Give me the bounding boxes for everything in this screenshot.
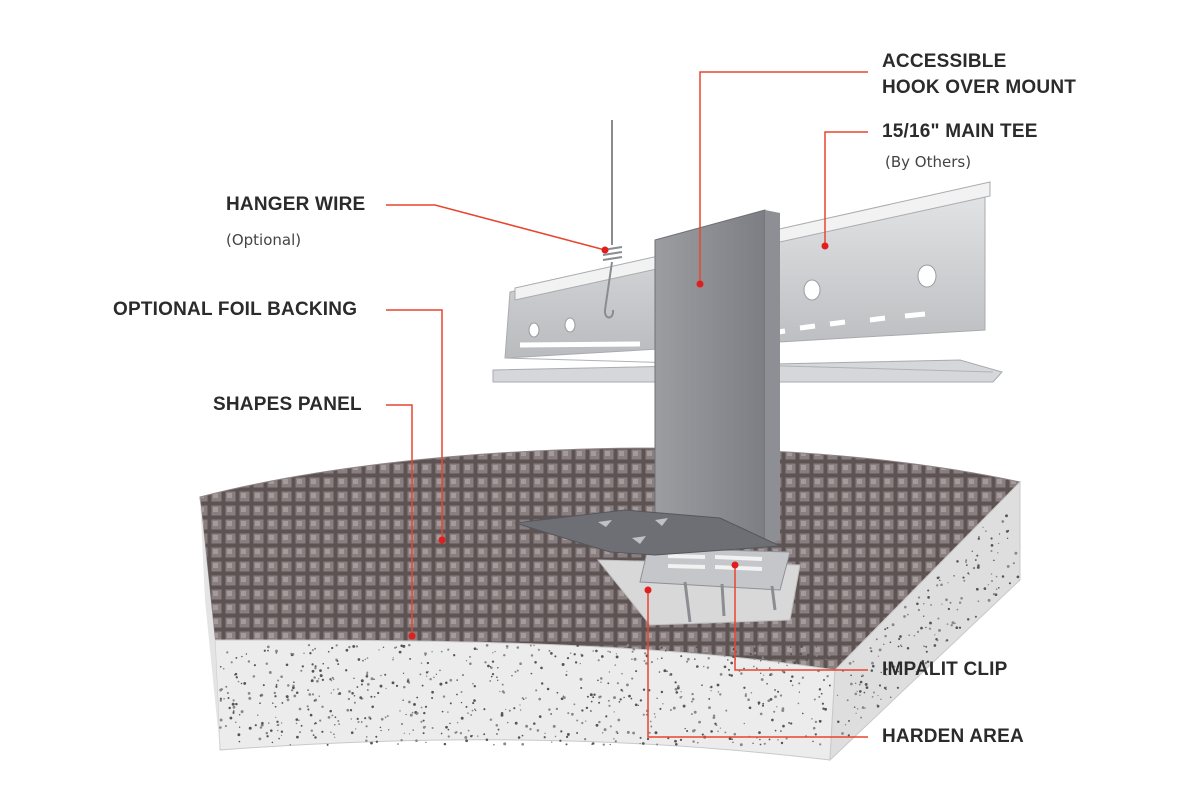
label-hook-mount: ACCESSIBLE HOOK OVER MOUNT [882,49,1076,101]
leader-impalit-clip [734,565,868,671]
leader-foil-backing [386,309,443,540]
dot-foil-backing [438,536,446,544]
hook-mount-line1: ACCESSIBLE [882,51,1007,72]
leader-main-tee [824,131,868,246]
shapes-panel [199,447,1021,762]
label-foil-backing: OPTIONAL FOIL BACKING [113,299,358,320]
impalit-clip [639,547,791,623]
hook-over-mount [514,209,782,556]
leader-lines [386,71,868,738]
label-harden-area: HARDEN AREA [882,726,1024,747]
label-shapes-panel: SHAPES PANEL [213,394,362,415]
label-hanger-wire: HANGER WIRE [226,194,366,215]
dot-main-tee [821,242,829,250]
leader-hook-mount [699,71,868,284]
panel-front-face [214,639,836,761]
leader-harden-area [647,590,868,738]
dot-impalit-clip [731,561,739,569]
note-hanger-wire: (Optional) [226,231,302,249]
leader-hanger-wire [386,204,606,251]
dot-hanger-wire [601,246,609,254]
hook-mount-line2: HOOK OVER MOUNT [882,77,1077,98]
label-impalit-clip: IMPALIT CLIP [882,659,1008,680]
leader-shapes-panel [386,404,413,636]
note-main-tee: (By Others) [885,153,972,171]
panel-left-face [200,497,220,750]
dot-harden-area [644,586,652,594]
dot-hook-mount [696,280,704,288]
leader-dots [408,242,829,640]
panel-speckle-texture [219,514,1020,747]
dot-shapes-panel [408,632,416,640]
label-main-tee: 15/16" MAIN TEE [882,121,1038,142]
